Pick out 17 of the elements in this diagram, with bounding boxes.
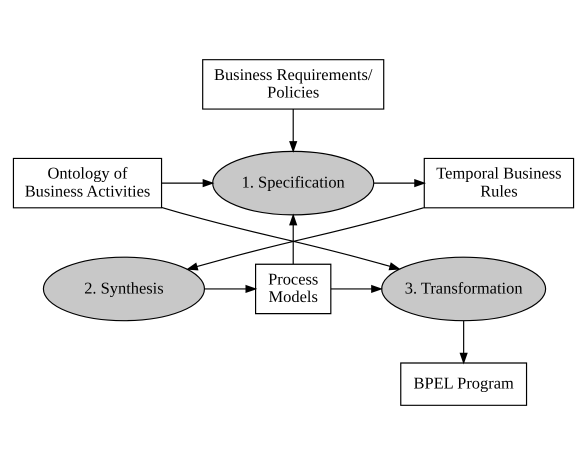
arrow: [289, 213, 298, 264]
arrow: [186, 206, 424, 270]
node-box: Process Models: [255, 263, 332, 314]
arrow: [289, 108, 298, 152]
node-ellipse: 2. Synthesis: [42, 256, 206, 321]
node-box: Temporal Business Rules: [424, 157, 574, 208]
node-ellipse: 3. Transformation: [381, 256, 546, 321]
arrow: [330, 284, 383, 293]
node-box: BPEL Program: [400, 362, 528, 406]
arrow: [162, 178, 214, 187]
arrow: [374, 178, 426, 187]
arrow: [161, 206, 401, 270]
node-box: Business Requirements/ Policies: [202, 58, 384, 110]
arrow: [460, 320, 468, 364]
arrow: [204, 284, 258, 293]
node-ellipse: 1. Specification: [212, 150, 374, 215]
node-box: Ontology of Business Activities: [12, 157, 162, 208]
